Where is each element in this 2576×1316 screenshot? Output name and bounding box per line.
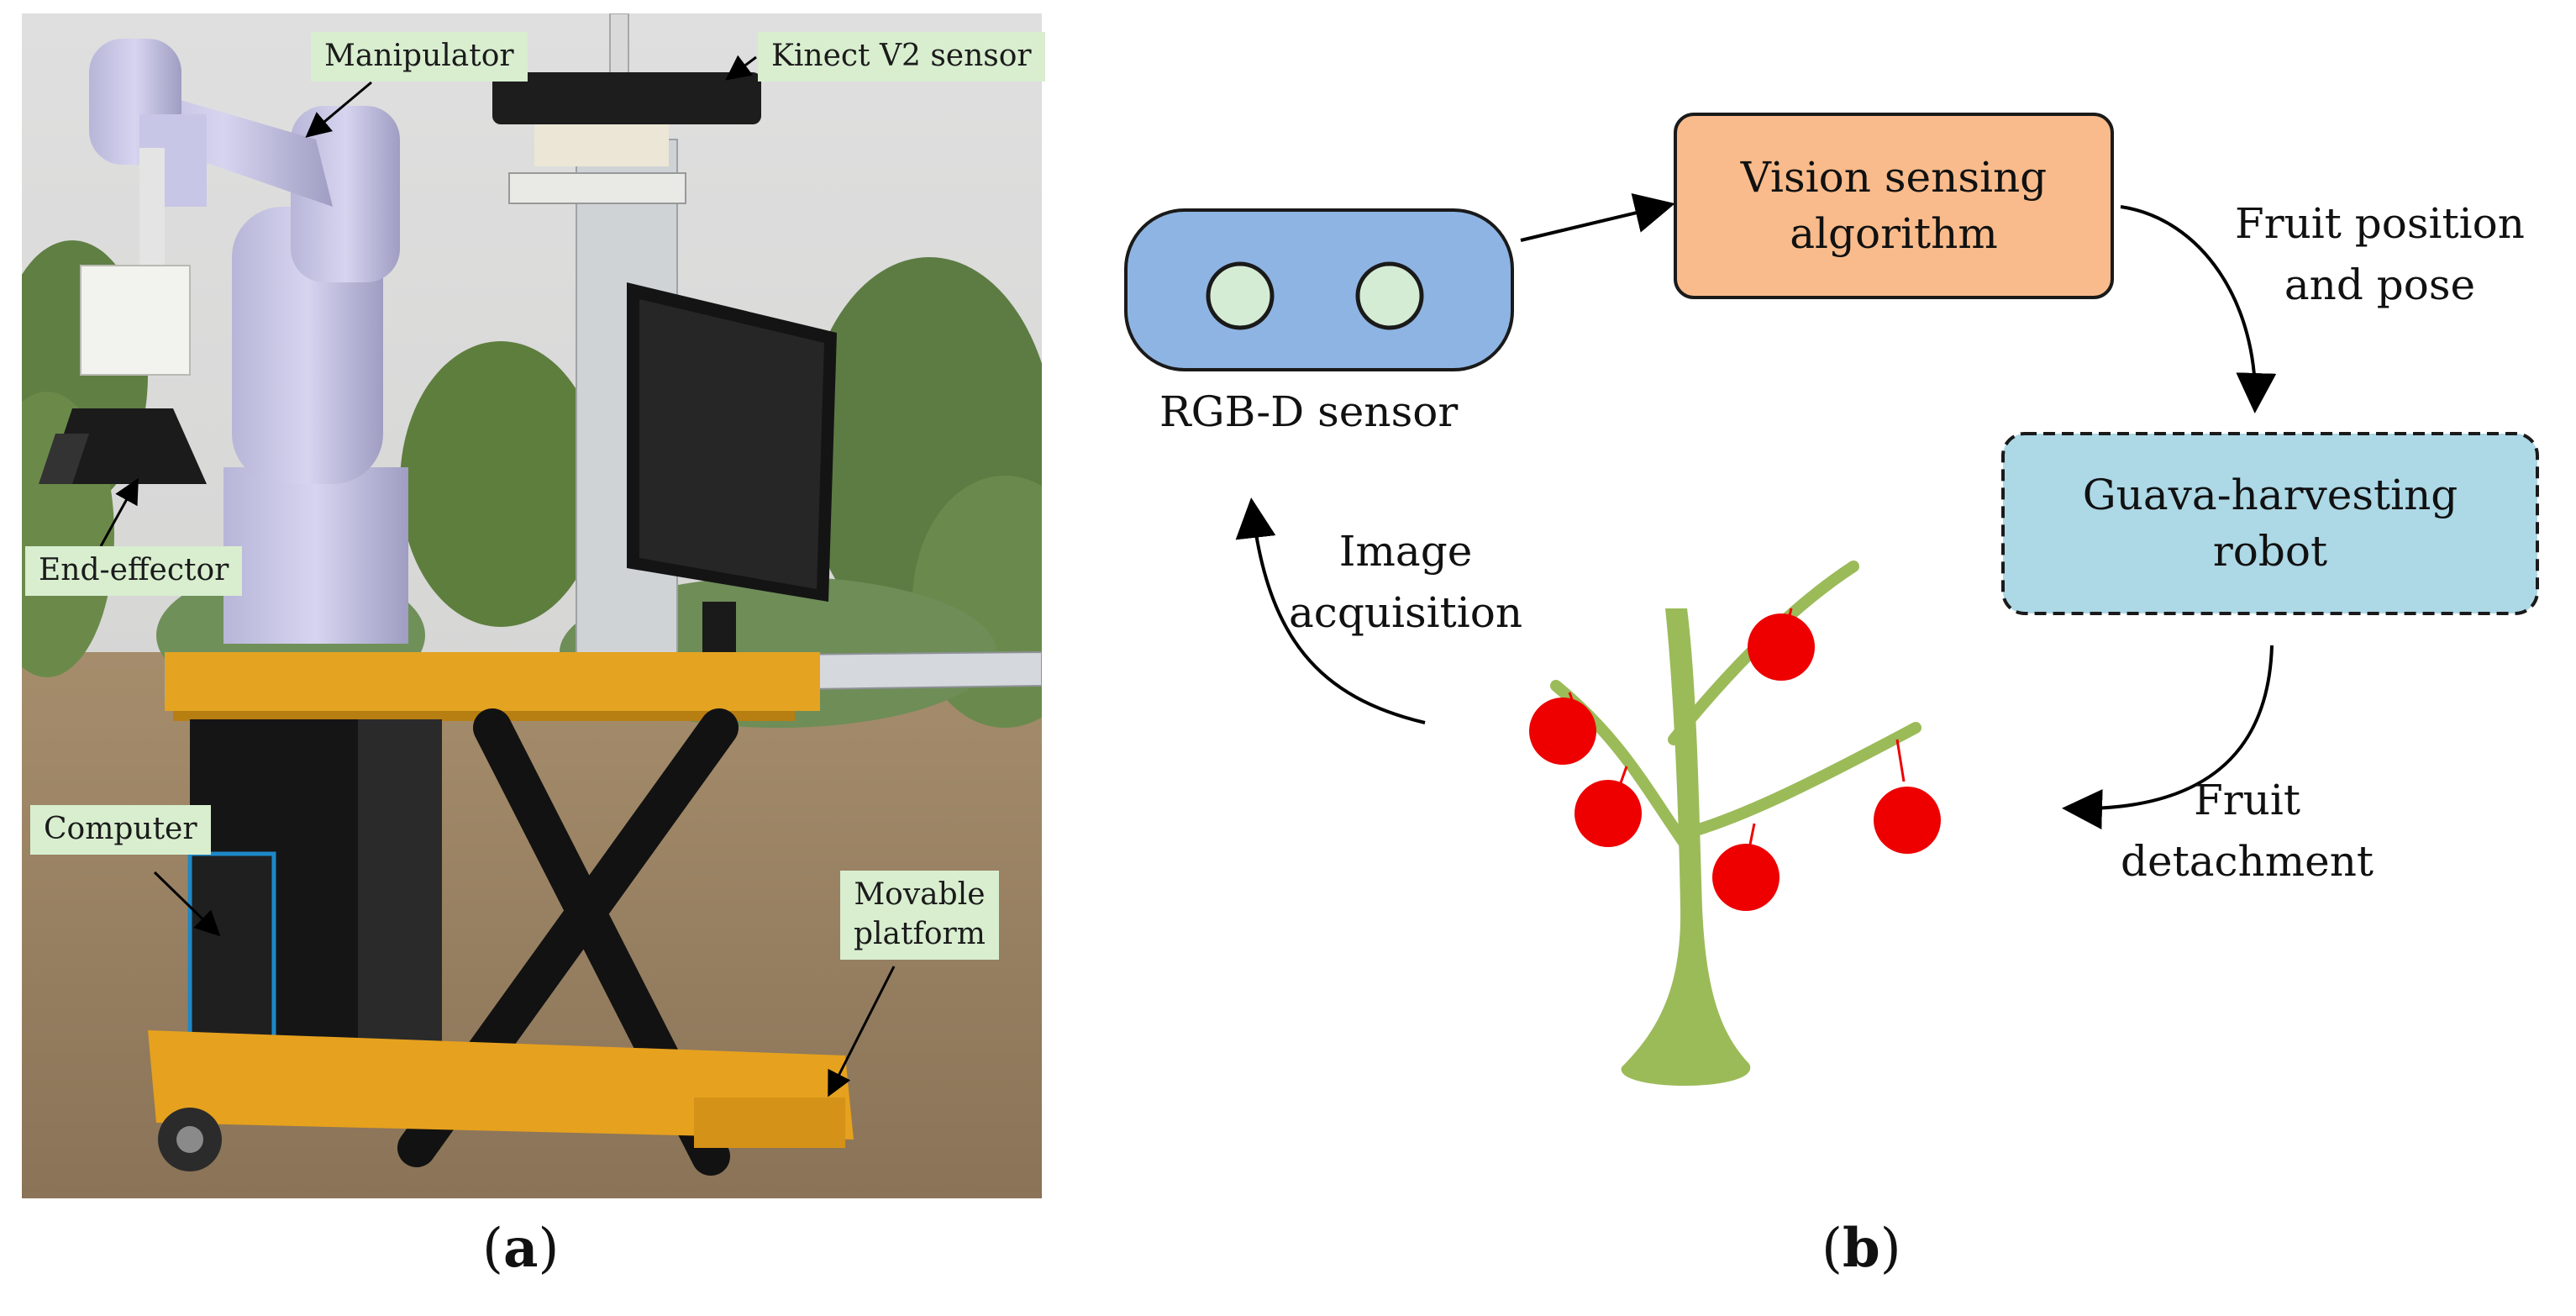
callout-kinect: Kinect V2 sensor xyxy=(758,32,1045,82)
panel-b-label: (b) xyxy=(1822,1217,1901,1280)
panel-a-label: (a) xyxy=(482,1217,559,1280)
vision-box-shape xyxy=(1674,113,2114,299)
robot-box-line2: robot xyxy=(2212,527,2328,576)
guava-fruit xyxy=(1748,613,1815,681)
arrow-sensor-to-vision xyxy=(1520,192,1675,242)
computer-tower xyxy=(187,719,442,1092)
edge-fruit-position-line1: Fruit position xyxy=(2235,199,2525,248)
arrow-tree-to-sensor xyxy=(1235,497,1426,724)
monitor xyxy=(627,282,837,664)
callout-end-effector: End-effector xyxy=(25,546,243,596)
panel-b-open-paren: ( xyxy=(1822,1218,1843,1280)
panel-a-close-paren: ) xyxy=(538,1218,560,1280)
arrow-vision-to-robot xyxy=(2120,205,2277,413)
robot-box-shape xyxy=(2001,432,2539,615)
harvesting-robot-box: Guava-harvesting robot xyxy=(2003,434,2537,613)
vision-box-line1: Vision sensing xyxy=(1740,152,2048,202)
sensor-body xyxy=(1124,208,1514,371)
callout-movable-platform: Movable platform xyxy=(840,871,999,960)
panel-a-letter: a xyxy=(502,1217,539,1280)
kinect-leader xyxy=(725,55,757,81)
guava-fruit xyxy=(1712,844,1780,911)
diagram-graphics xyxy=(1124,113,2539,1087)
manipulator-leader xyxy=(305,81,372,138)
robot-box-line1: Guava-harvesting xyxy=(2082,470,2458,519)
end-effector-leader xyxy=(99,477,139,547)
edge-image-acquisition-label: Image acquisition xyxy=(1289,521,1522,643)
vision-box-line2: algorithm xyxy=(1790,209,1998,258)
guava-fruit xyxy=(1874,787,1941,854)
callout-computer: Computer xyxy=(30,805,211,855)
edge-detachment-line2: detachment xyxy=(2121,836,2374,886)
panel-b-close-paren: ) xyxy=(1879,1218,1901,1280)
edge-fruit-detachment-label: Fruit detachment xyxy=(2121,770,2374,892)
platform-base xyxy=(148,1030,854,1171)
platform-table xyxy=(164,650,1042,721)
vision-sensing-box: Vision sensing algorithm xyxy=(1675,114,2112,297)
harvesting-flow-diagram: Vision sensing algorithm Guava-harvestin… xyxy=(1042,0,2576,1210)
sensor-lens-right xyxy=(1355,261,1424,330)
callout-movable-platform-line1: Movable xyxy=(854,877,986,912)
rgbd-sensor-device xyxy=(1124,208,1514,371)
guava-fruit xyxy=(1575,780,1642,847)
guava-tree-icon xyxy=(1529,561,1941,1087)
callout-manipulator: Manipulator xyxy=(311,32,528,82)
kinect-sensor xyxy=(492,72,761,204)
edge-image-acq-line1: Image xyxy=(1338,527,1473,576)
movable-platform-leader xyxy=(828,966,896,1098)
panel-a-open-paren: ( xyxy=(482,1218,503,1280)
edge-image-acq-line2: acquisition xyxy=(1289,587,1523,637)
arrow-robot-to-tree xyxy=(2062,645,2274,829)
sensor-lens-left xyxy=(1206,261,1275,330)
edge-fruit-position-label: Fruit position and pose xyxy=(2235,193,2525,315)
callout-movable-platform-line2: platform xyxy=(854,916,986,951)
edge-fruit-position-line2: and pose xyxy=(2284,260,2476,309)
tree-trunk xyxy=(1621,608,1751,1087)
sensor-label: RGB-D sensor xyxy=(1159,387,1459,436)
guava-fruit xyxy=(1529,697,1596,765)
tree-branch-lower-right xyxy=(1685,722,1921,838)
panel-b-letter: b xyxy=(1842,1217,1880,1280)
callout-leaders xyxy=(99,55,896,1098)
gripper xyxy=(39,408,207,484)
edge-detachment-line1: Fruit xyxy=(2194,776,2300,824)
computer-leader xyxy=(153,871,221,937)
manipulator-arm xyxy=(80,39,408,644)
